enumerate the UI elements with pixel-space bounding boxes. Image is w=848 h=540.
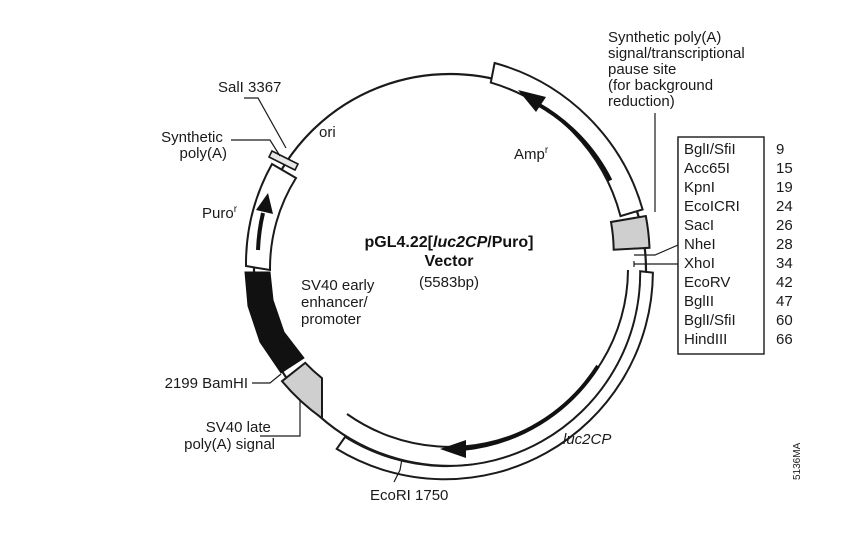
synthetic-polya-box-left (267, 149, 300, 172)
synthetic-polya-top-line: pause site (608, 61, 676, 78)
puror-arrow (256, 212, 265, 251)
synthetic-polya-top-line: (for background (608, 77, 713, 94)
puror-label: Puror (202, 204, 238, 222)
puror-feature (244, 162, 298, 272)
mcs-position: 34 (776, 255, 793, 272)
sali-label: SalI 3367 (218, 79, 281, 96)
mcs-enzyme: KpnI (684, 179, 715, 196)
luc2cp-feature (335, 270, 654, 481)
mcs-position: 19 (776, 179, 793, 196)
synthetic-polya-top-line: Synthetic poly(A) (608, 29, 721, 46)
vector-size: (5583bp) (419, 274, 479, 291)
mcs-enzyme: NheI (684, 236, 716, 253)
mcs-enzyme: Acc65I (684, 160, 730, 177)
ampr-arrowhead (518, 90, 546, 112)
synthetic-polya-box-right (609, 214, 651, 251)
synthetic-polya-top-line: signal/transcriptional (608, 45, 745, 62)
mcs-position: 26 (776, 217, 793, 234)
sv40-early-promoter-block (244, 271, 305, 374)
mcs-enzyme: XhoI (684, 255, 715, 272)
puror-label-sup: r (234, 204, 238, 215)
ampr-label-sup: r (545, 145, 549, 156)
synthetic-polya-left-leader (231, 139, 281, 157)
sv40-late-line: poly(A) signal (184, 436, 275, 453)
sv40-late-label: SV40 late poly(A) signal (184, 419, 275, 453)
mcs-enzyme: SacI (684, 217, 714, 234)
mcs-enzyme: BglII (684, 293, 714, 310)
bamhi-label: 2199 BamHI (165, 375, 248, 392)
figure-code: 5136MA (792, 442, 803, 480)
vector-name-italic: luc2CP (433, 234, 488, 251)
sali-leader (244, 97, 287, 149)
ampr-label-text: Amp (514, 146, 545, 163)
mcs-position: 47 (776, 293, 793, 310)
vector-name-suffix: /Puro] (487, 234, 533, 251)
puror-arrowhead (256, 193, 273, 214)
mcs-position: 15 (776, 160, 793, 177)
sv40-promoter-line: enhancer/ (301, 294, 369, 311)
mcs-enzyme: HindIII (684, 331, 727, 348)
mcs-position: 24 (776, 198, 793, 215)
vector-line2: Vector (425, 253, 474, 270)
sv40-promoter-line: promoter (301, 311, 361, 328)
mcs-position: 42 (776, 274, 793, 291)
mcs-enzyme: EcoRV (684, 274, 730, 291)
mcs-position: 66 (776, 331, 793, 348)
vector-name: pGL4.22[luc2CP/Puro] (365, 234, 534, 251)
ampr-label: Ampr (514, 145, 549, 163)
puror-label-text: Puro (202, 205, 234, 222)
ecori-label: EcoRI 1750 (370, 487, 448, 504)
synthetic-polya-left-line: poly(A) (179, 145, 227, 162)
ampr-arrow (536, 102, 613, 182)
mcs-enzyme: EcoICRI (684, 198, 740, 215)
luc2cp-arrowhead (440, 440, 466, 458)
mcs-position: 9 (776, 141, 784, 158)
sv40-late-polya-box (280, 361, 323, 421)
sv40-promoter-line: SV40 early (301, 277, 375, 294)
ecori-leader (393, 458, 403, 483)
vector-name-prefix: pGL4.22[ (365, 234, 434, 251)
synthetic-polya-top-label: Synthetic poly(A) signal/transcriptional… (608, 29, 749, 110)
synthetic-polya-left-line: Synthetic (161, 129, 223, 146)
mcs-enzyme: BglI/SfiI (684, 141, 736, 158)
ori-label: ori (319, 124, 336, 141)
synthetic-polya-left-label: Synthetic poly(A) (161, 129, 227, 162)
mcs-position: 60 (776, 312, 793, 329)
sv40-promoter-label: SV40 early enhancer/ promoter (301, 277, 379, 328)
sv40-late-line: SV40 late (206, 419, 271, 436)
mcs-position: 28 (776, 236, 793, 253)
bamhi-leader (252, 373, 282, 384)
mcs-table-box (677, 136, 765, 355)
synthetic-polya-top-line: reduction) (608, 93, 675, 110)
luc2cp-label: luc2CP (563, 431, 611, 448)
sv40-late-leader (260, 400, 301, 437)
mcs-enzyme: BglI/SfiI (684, 312, 736, 329)
luc2cp-arrow (461, 364, 600, 451)
